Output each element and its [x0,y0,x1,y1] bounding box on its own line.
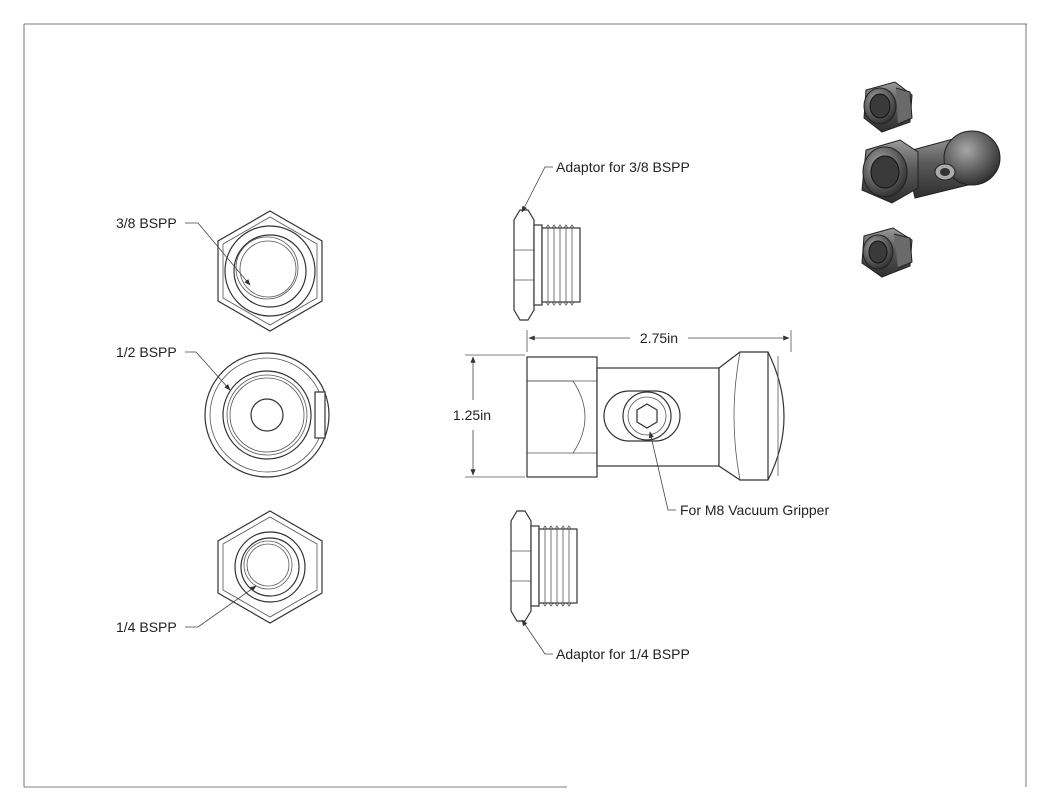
dimension-height: 1.25in [453,354,525,478]
callout-1-2-label: 1/2 BSPP [116,344,177,360]
callout-1-2-bspp: 1/2 BSPP [116,344,231,391]
end-view-1-2-round [204,352,330,478]
callout-adaptor-3-8: Adaptor for 3/8 BSPP [521,159,690,213]
callout-adaptor-1-4: Adaptor for 1/4 BSPP [521,619,690,662]
adaptor-1-4-side-view [510,510,578,622]
dimension-height-label: 1.25in [453,407,491,423]
end-view-3-8-hex [217,210,323,332]
sheet-border [23,23,1027,788]
callout-1-4-bspp: 1/4 BSPP [116,585,257,635]
dimension-length: 2.75in [526,330,792,352]
callout-adaptor-1-4-label: Adaptor for 1/4 BSPP [556,646,690,662]
callout-3-8-bspp: 3/8 BSPP [116,215,251,286]
dimension-length-label: 2.75in [640,330,678,346]
iso-render [861,81,1001,278]
callout-3-8-label: 3/8 BSPP [116,215,177,231]
iso-main-body [861,130,1001,204]
adaptor-3-8-side-view [513,209,581,321]
callout-vacuum-label: For M8 Vacuum Gripper [680,502,829,518]
callout-vacuum-gripper: For M8 Vacuum Gripper [648,431,829,518]
end-view-1-4-hex [217,510,323,624]
iso-adaptor-top [863,81,913,133]
callout-adaptor-3-8-label: Adaptor for 3/8 BSPP [556,159,690,175]
callout-1-4-label: 1/4 BSPP [116,619,177,635]
main-body-side-view [526,351,785,481]
iso-adaptor-bottom [861,227,913,278]
